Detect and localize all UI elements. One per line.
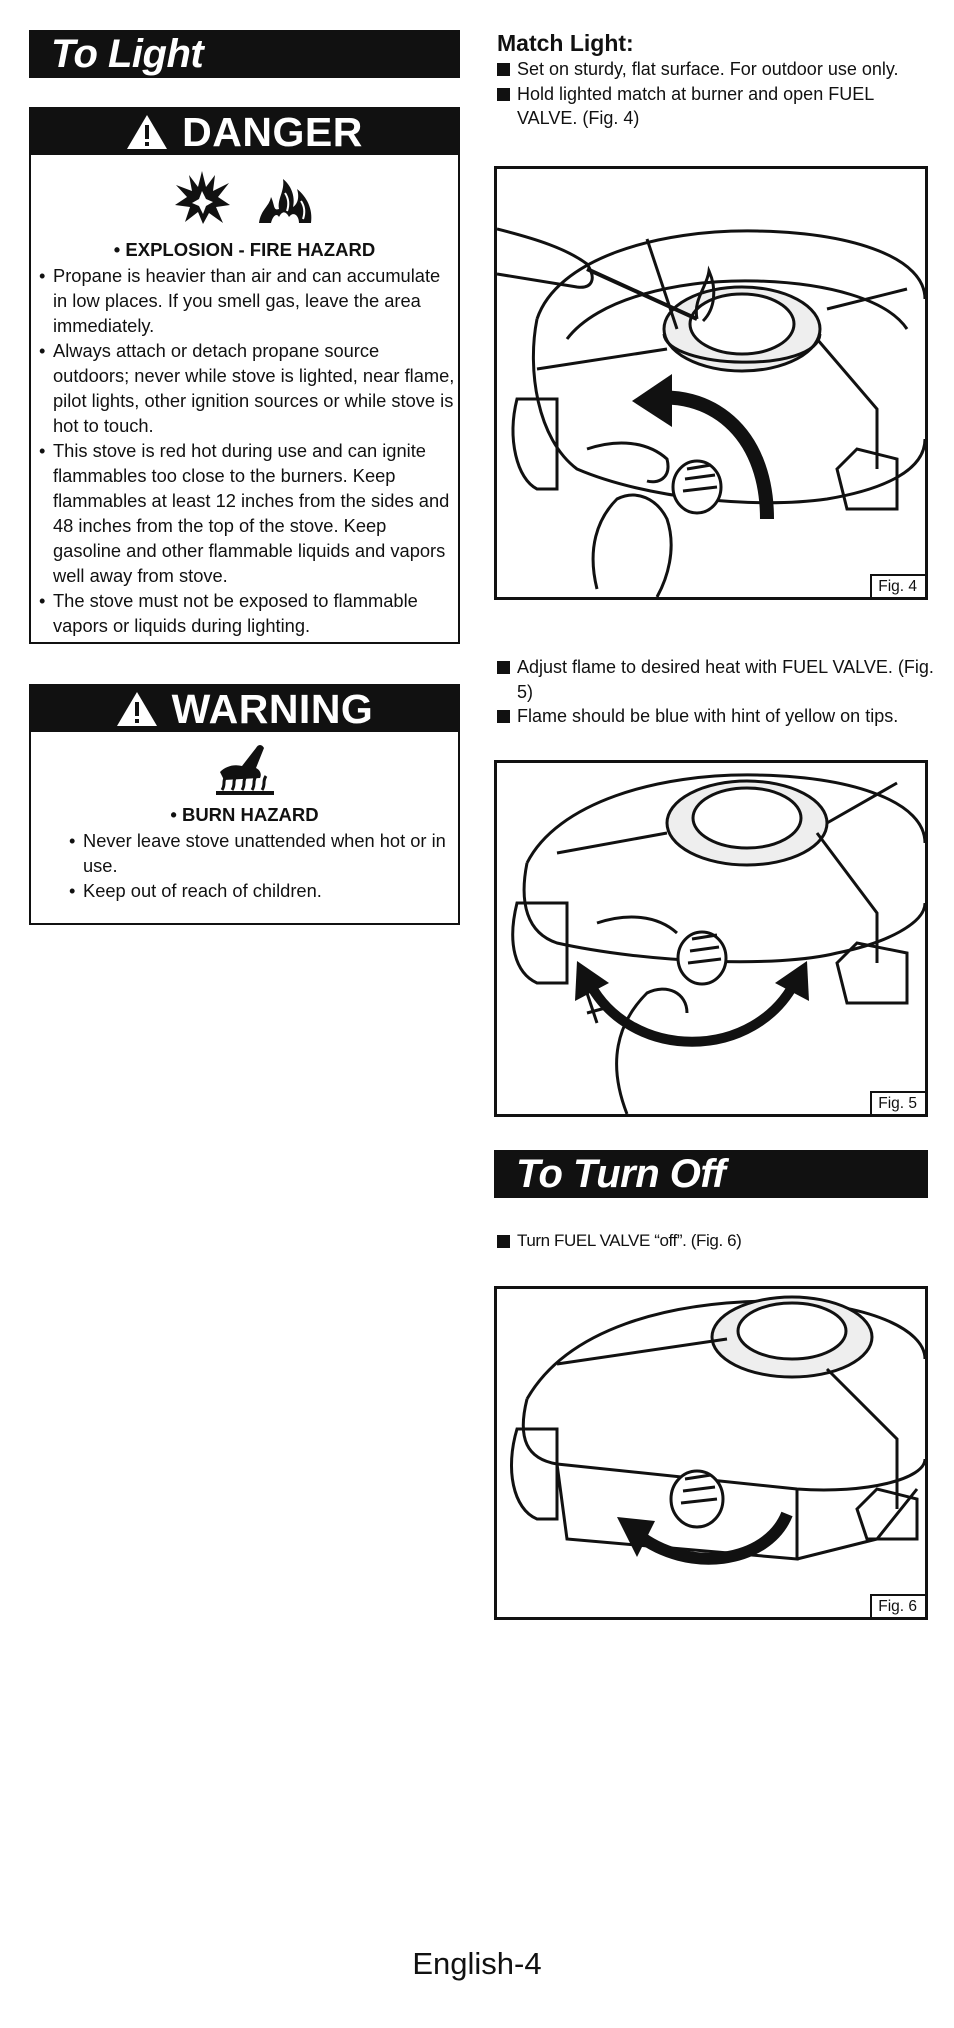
match-light-steps: Set on sturdy, flat surface. For outdoor… (497, 57, 927, 131)
warning-triangle-icon (116, 692, 157, 726)
burn-hazard-title: • BURN HAZARD (170, 804, 319, 825)
danger-bullet: This stove is red hot during use and can… (31, 438, 458, 588)
danger-bullets: Propane is heavier than air and can accu… (31, 263, 458, 638)
explosion-hazard-title: • EXPLOSION - FIRE HAZARD (113, 239, 376, 260)
fig-5-label: Fig. 5 (870, 1091, 925, 1114)
figure-6: Fig. 6 (494, 1286, 928, 1620)
fire-icon (258, 179, 311, 223)
figure-4: Fig. 4 (494, 166, 928, 600)
stove-turn-off-illustration (510, 1295, 925, 1565)
match-light-heading: Match Light: (497, 30, 634, 56)
danger-box: DANGER • EXPLOSION - FIRE HAZARD Propane… (29, 107, 460, 644)
warning-triangle-icon (127, 115, 168, 149)
warning-header: WARNING (31, 686, 458, 732)
danger-label: DANGER (182, 108, 363, 155)
turn-off-steps: Turn FUEL VALVE “off”. (Fig. 6) (497, 1229, 927, 1254)
step-item: Turn FUEL VALVE “off”. (Fig. 6) (497, 1229, 927, 1254)
page-footer: English-4 (412, 1946, 542, 1981)
warning-bullet: Never leave stove unattended when hot or… (61, 828, 458, 878)
section-title-to-light: To Light (29, 30, 460, 78)
danger-header: DANGER (31, 109, 458, 155)
step-item: Hold lighted match at burner and open FU… (497, 82, 927, 131)
match-light-section: Match Light: Set on sturdy, flat surface… (497, 30, 927, 131)
fig-4-label: Fig. 4 (870, 574, 925, 597)
warning-icons (31, 738, 458, 796)
danger-bullet: The stove must not be exposed to flammab… (31, 588, 458, 638)
danger-icons (31, 169, 458, 225)
warning-bullet: Keep out of reach of children. (61, 878, 458, 903)
adjust-section: Adjust flame to desired heat with FUEL V… (497, 655, 937, 729)
figure-5: Fig. 5 (494, 760, 928, 1117)
step-item: Set on sturdy, flat surface. For outdoor… (497, 57, 927, 82)
warning-bullets: Never leave stove unattended when hot or… (61, 828, 458, 903)
warning-label: WARNING (171, 685, 374, 732)
to-turn-off-title: To Turn Off (516, 1152, 726, 1196)
fig-6-label: Fig. 6 (870, 1594, 925, 1617)
turn-off-section: Turn FUEL VALVE “off”. (Fig. 6) (497, 1229, 927, 1254)
burn-hand-icon (215, 745, 274, 795)
stove-adjust-illustration (511, 773, 925, 1114)
step-item: Adjust flame to desired heat with FUEL V… (497, 655, 937, 704)
to-light-title: To Light (51, 32, 204, 76)
danger-bullet: Propane is heavier than air and can accu… (31, 263, 458, 338)
danger-bullet: Always attach or detach propane source o… (31, 338, 458, 438)
warning-box: WARNING • BURN HAZARD Never leave stove … (29, 684, 460, 925)
step-item: Flame should be blue with hint of yellow… (497, 704, 937, 729)
stove-lighting-illustration (497, 227, 925, 597)
explosion-icon (174, 171, 230, 224)
adjust-steps: Adjust flame to desired heat with FUEL V… (497, 655, 937, 729)
section-title-to-turn-off: To Turn Off (494, 1150, 928, 1198)
